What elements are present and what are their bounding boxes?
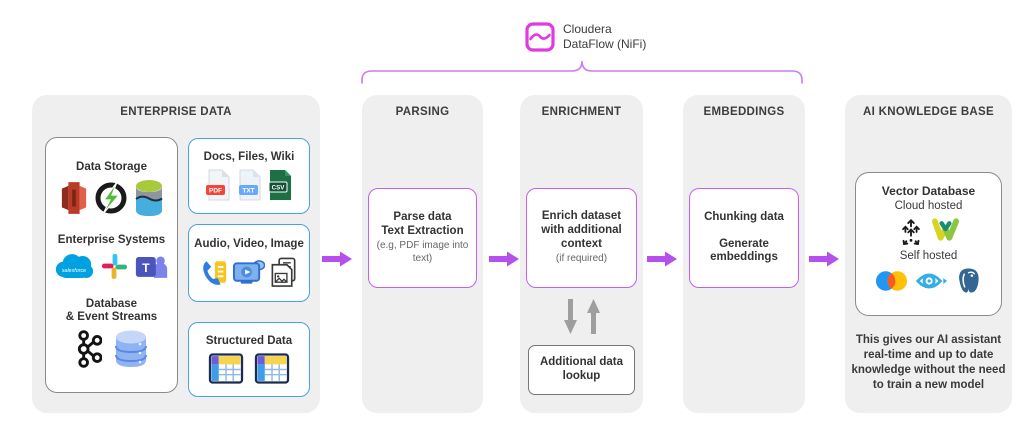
panel-parsing: PARSING Parse data Text Extraction (e.g,… — [362, 95, 483, 413]
phone-call-icon — [200, 258, 228, 287]
vector-database-box: Vector Database Cloud hosted — [855, 172, 1002, 316]
enterprise-systems-box: Data Storage — [45, 137, 178, 393]
group-label: Database & Event Streams — [65, 297, 158, 324]
cloudera-line2: DataFlow (NiFi) — [563, 37, 647, 51]
salesforce-wordmark: salesforce — [62, 268, 86, 274]
table-icon — [254, 353, 290, 384]
group-enterprise-systems: Enterprise Systems salesforce — [53, 234, 170, 281]
panel-ai-knowledge-base: AI KNOWLEDGE BASE Vector Database Cloud … — [845, 95, 1012, 413]
parse-data-box: Parse data Text Extraction (e.g, PDF ima… — [368, 188, 477, 288]
box-label: Docs, Files, Wiki — [203, 150, 295, 163]
box-label: Structured Data — [205, 334, 293, 347]
group-label: Enterprise Systems — [57, 233, 166, 246]
arrow-up-icon — [586, 299, 600, 334]
flow-arrow-2 — [489, 251, 519, 267]
data-lake-cylinder-icon — [134, 179, 164, 217]
teams-letter: T — [142, 261, 150, 275]
enrich-dataset-box: Enrich dataset with additional context (… — [526, 188, 637, 288]
txt-file-icon: TXT — [236, 169, 262, 201]
pdf-file-icon: PDF — [205, 169, 231, 201]
pdf-badge: PDF — [209, 188, 222, 195]
flow-arrow-1 — [322, 251, 352, 267]
arrow-down-icon — [563, 299, 577, 334]
lookup-exchange-arrows — [520, 299, 643, 334]
audio-video-image-box: Audio, Video, Image — [188, 224, 310, 302]
postgresql-icon — [955, 267, 982, 294]
panel-title: AI KNOWLEDGE BASE — [863, 106, 994, 118]
structured-data-box: Structured Data — [188, 322, 310, 397]
weaviate-icon — [931, 218, 960, 244]
panel-embeddings: EMBEDDINGS Chunking data Generate embedd… — [683, 95, 805, 413]
cloud-hosted-label: Cloud hosted — [894, 200, 963, 213]
salesforce-icon: salesforce — [53, 252, 95, 281]
database-stack-icon — [114, 329, 148, 369]
panel-enrichment: ENRICHMENT Enrich dataset with additiona… — [520, 95, 643, 413]
pinecone-icon — [898, 217, 924, 246]
csv-file-icon: CSV — [267, 169, 293, 201]
microsoft-teams-icon: T — [134, 252, 170, 281]
box-label: Audio, Video, Image — [194, 238, 304, 251]
nifi-scope-bracket — [356, 54, 808, 86]
eye-vector-db-icon — [915, 270, 948, 292]
flow-arrow-3 — [647, 251, 677, 267]
panel-enterprise-data: ENTERPRISE DATA Data Storage — [32, 95, 320, 413]
slack-icon — [100, 252, 129, 281]
panel-title: PARSING — [395, 106, 450, 118]
cloudera-line1: Cloudera — [563, 22, 612, 36]
milvus-icon — [875, 269, 908, 293]
self-hosted-label: Self hosted — [899, 250, 958, 263]
table-icon — [208, 353, 244, 384]
image-file-icon — [270, 257, 298, 288]
group-data-storage: Data Storage — [60, 161, 164, 217]
txt-badge: TXT — [242, 188, 254, 195]
cloudera-dataflow-icon — [525, 22, 555, 52]
panel-title: ENTERPRISE DATA — [120, 106, 232, 118]
group-database-event-streams: Database & Event Streams — [66, 298, 157, 369]
knowledge-base-caption: This gives our AI assistant real-time an… — [851, 334, 1006, 391]
chunking-embeddings-box: Chunking data Generate embeddings — [689, 188, 799, 288]
csv-badge: CSV — [272, 185, 286, 192]
additional-data-lookup-box: Additional data lookup — [528, 345, 635, 395]
cloudera-dataflow-label: Cloudera DataFlow (NiFi) — [563, 22, 646, 52]
group-label: Data Storage — [76, 161, 147, 174]
panel-title: ENRICHMENT — [541, 106, 622, 118]
amazon-redshift-icon — [60, 180, 88, 216]
docs-files-wiki-box: Docs, Files, Wiki PDF TXT — [188, 138, 310, 214]
panel-title: EMBEDDINGS — [703, 106, 785, 118]
apache-kafka-icon — [75, 329, 102, 369]
lightning-database-icon — [93, 180, 129, 216]
video-player-icon — [233, 259, 265, 286]
flow-arrow-4 — [809, 251, 839, 267]
